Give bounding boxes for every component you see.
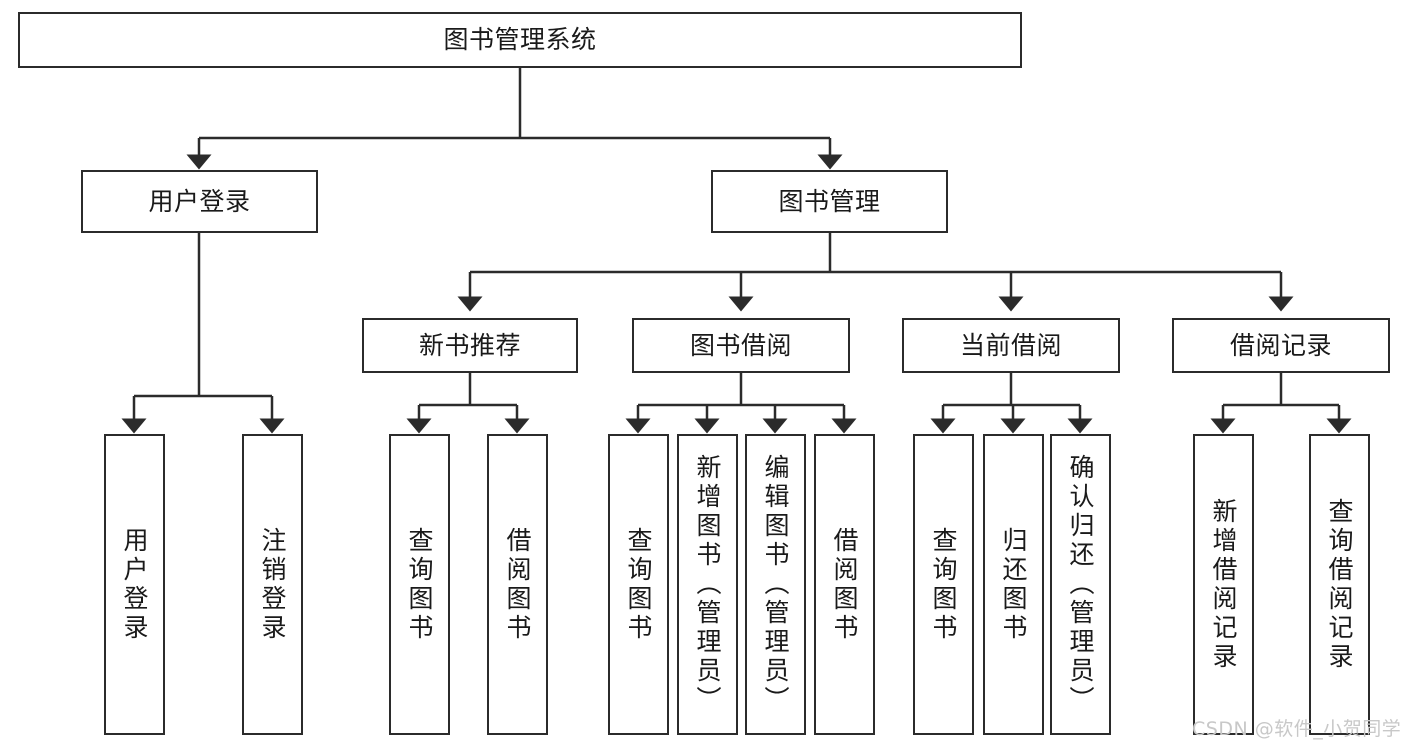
node-book-manage[interactable]: 图书管理 — [711, 170, 948, 233]
node-leaf-add-book[interactable]: 新增图书（管理员） — [677, 434, 738, 735]
node-label: 图书管理系统 — [443, 25, 597, 54]
node-label: 新书推荐 — [418, 330, 521, 360]
node-book-management-system[interactable]: 图书管理系统 — [18, 12, 1022, 68]
node-label: 归还图书 — [999, 526, 1028, 643]
node-label: 借阅图书 — [830, 526, 859, 643]
node-user-login[interactable]: 用户登录 — [81, 170, 318, 233]
node-leaf-edit-book[interactable]: 编辑图书（管理员） — [745, 434, 806, 735]
node-leaf-confirm-return[interactable]: 确认归还（管理员） — [1050, 434, 1111, 735]
node-label: 当前借阅 — [959, 330, 1062, 360]
node-label: 编辑图书（管理员） — [761, 454, 790, 715]
node-label: 新增图书（管理员） — [693, 454, 722, 715]
node-label: 查询借阅记录 — [1325, 497, 1354, 672]
node-leaf-query-book-1[interactable]: 查询图书 — [389, 434, 450, 735]
node-label: 注销登录 — [258, 526, 287, 643]
node-borrow-record[interactable]: 借阅记录 — [1172, 318, 1390, 373]
node-leaf-borrow-book-1[interactable]: 借阅图书 — [487, 434, 548, 735]
node-label: 图书借阅 — [689, 330, 792, 360]
node-label: 用户登录 — [120, 526, 149, 643]
node-label: 查询图书 — [624, 526, 653, 643]
node-label: 用户登录 — [148, 186, 251, 216]
node-leaf-add-borrow-record[interactable]: 新增借阅记录 — [1193, 434, 1254, 735]
node-leaf-query-borrow-record[interactable]: 查询借阅记录 — [1309, 434, 1370, 735]
node-label: 确认归还（管理员） — [1066, 454, 1095, 715]
node-label: 借阅记录 — [1229, 330, 1332, 360]
node-book-borrow[interactable]: 图书借阅 — [632, 318, 850, 373]
node-label: 查询图书 — [929, 526, 958, 643]
node-current-borrow[interactable]: 当前借阅 — [902, 318, 1120, 373]
node-label: 图书管理 — [778, 186, 881, 216]
node-label: 查询图书 — [405, 526, 434, 643]
node-leaf-logout-login[interactable]: 注销登录 — [242, 434, 303, 735]
node-leaf-query-book-3[interactable]: 查询图书 — [913, 434, 974, 735]
node-leaf-user-login[interactable]: 用户登录 — [104, 434, 165, 735]
node-leaf-borrow-book-2[interactable]: 借阅图书 — [814, 434, 875, 735]
node-label: 新增借阅记录 — [1209, 497, 1238, 672]
watermark-text: CSDN @软件_小贺同学 — [1192, 718, 1402, 740]
node-label: 借阅图书 — [503, 526, 532, 643]
node-new-book-recommend[interactable]: 新书推荐 — [362, 318, 578, 373]
node-leaf-return-book[interactable]: 归还图书 — [983, 434, 1044, 735]
node-leaf-query-book-2[interactable]: 查询图书 — [608, 434, 669, 735]
